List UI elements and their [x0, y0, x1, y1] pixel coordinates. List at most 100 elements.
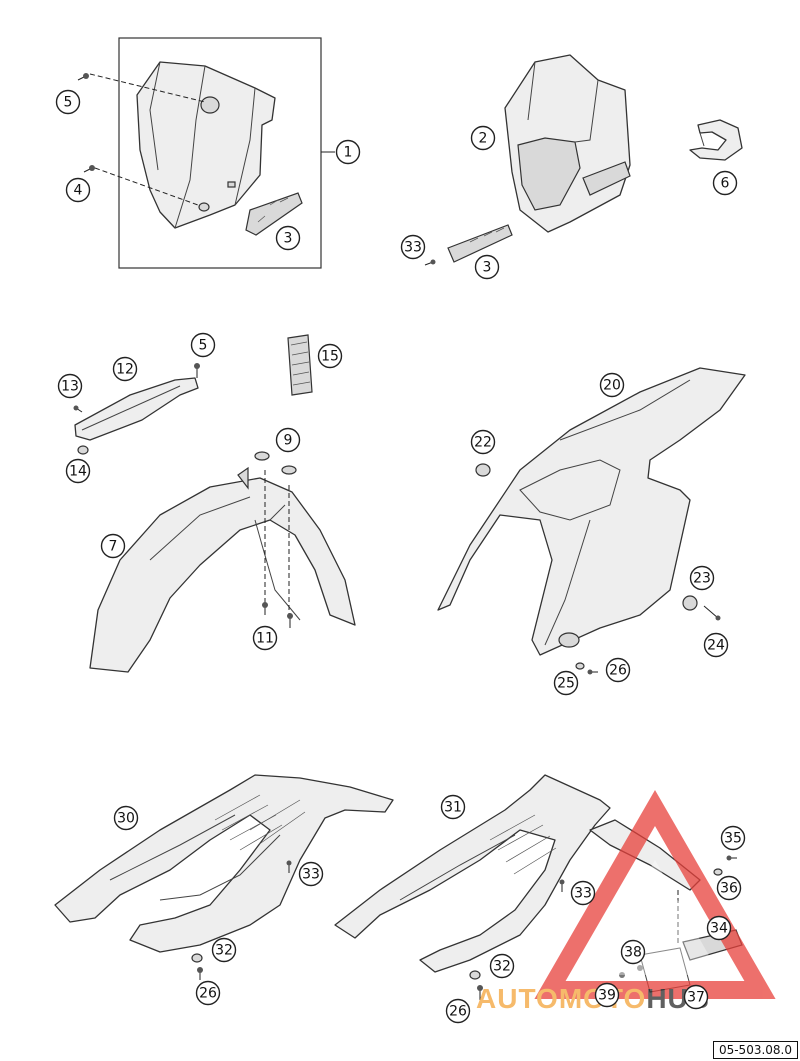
callout-32: 32 [489, 953, 515, 979]
callout-number: 33 [404, 240, 422, 256]
callout-3: 3 [275, 225, 301, 251]
callout-12: 12 [112, 356, 138, 382]
callout-number: 6 [721, 176, 730, 192]
callout-2: 2 [470, 125, 496, 151]
screw-part [73, 405, 83, 413]
callout-number: 25 [557, 676, 575, 692]
side-panel-left-group [54, 774, 394, 980]
callout-number: 13 [61, 379, 79, 395]
callout-number: 26 [609, 663, 627, 679]
sticker-part [287, 334, 313, 396]
headlight-mask-assembly [424, 54, 743, 266]
screw-part [287, 613, 293, 628]
callout-number: 15 [321, 349, 339, 365]
screw-part [286, 860, 292, 873]
callout-number: 34 [710, 921, 728, 937]
callout-number: 7 [109, 539, 118, 555]
screw-part [559, 879, 565, 892]
callout-number: 30 [117, 811, 135, 827]
callout-number: 24 [707, 638, 725, 654]
callout-number: 14 [69, 464, 87, 480]
callout-31: 31 [440, 794, 466, 820]
screw-part [262, 602, 268, 615]
rear-fender-group [437, 367, 746, 675]
reflector-part [447, 224, 513, 263]
callout-11: 11 [252, 625, 278, 651]
callout-number: 39 [598, 988, 616, 1004]
callout-32: 32 [211, 937, 237, 963]
callout-20: 20 [599, 372, 625, 398]
callout-7: 7 [100, 533, 126, 559]
callout-13: 13 [57, 373, 83, 399]
side-panel-part [54, 774, 394, 953]
callout-6: 6 [712, 170, 738, 196]
screw-part [477, 985, 483, 1000]
side-panel-right-group [334, 774, 743, 1000]
callout-37: 37 [683, 984, 709, 1010]
callout-number: 5 [64, 95, 73, 111]
callout-number: 31 [444, 800, 462, 816]
callout-33: 33 [570, 880, 596, 906]
kit-frame [118, 37, 322, 269]
watermark-triangle-icon [534, 789, 776, 999]
callout-number: 11 [256, 631, 274, 647]
callout-9: 9 [275, 427, 301, 453]
callout-22: 22 [470, 429, 496, 455]
callout-number: 20 [603, 378, 621, 394]
front-fender-group [89, 451, 356, 673]
callout-3: 3 [474, 254, 500, 280]
callout-30: 30 [113, 805, 139, 831]
callout-5: 5 [55, 89, 81, 115]
callout-number: 36 [720, 881, 738, 897]
callout-number: 23 [693, 571, 711, 587]
reflector-part [245, 192, 303, 236]
callout-33: 33 [298, 861, 324, 887]
callout-39: 39 [594, 982, 620, 1008]
screw-part [197, 967, 203, 980]
screw-part [83, 165, 95, 173]
diagram-code: 05-503.08.0 [712, 1041, 798, 1059]
headlight-mask-part [136, 61, 276, 229]
callout-number: 33 [302, 867, 320, 883]
callout-number: 3 [284, 231, 293, 247]
callout-number: 35 [724, 831, 742, 847]
callout-26: 26 [445, 998, 471, 1024]
front-number-plate [73, 334, 313, 455]
callout-number: 1 [344, 145, 353, 161]
callout-number: 32 [493, 959, 511, 975]
callout-number: 38 [624, 945, 642, 961]
callout-4: 4 [65, 177, 91, 203]
headlight-mask-kit [77, 37, 335, 269]
callout-5: 5 [190, 332, 216, 358]
bracket-part [689, 119, 743, 161]
callout-number: 4 [74, 183, 83, 199]
callout-26: 26 [605, 657, 631, 683]
callout-15: 15 [317, 343, 343, 369]
callout-number: 3 [483, 260, 492, 276]
callout-14: 14 [65, 458, 91, 484]
callout-number: 26 [449, 1004, 467, 1020]
callout-34: 34 [706, 915, 732, 941]
callout-36: 36 [716, 875, 742, 901]
screw-part [703, 605, 721, 621]
callout-number: 5 [199, 338, 208, 354]
callout-35: 35 [720, 825, 746, 851]
screw-part [726, 855, 737, 861]
callout-number: 32 [215, 943, 233, 959]
callout-number: 9 [284, 433, 293, 449]
callout-1: 1 [335, 139, 361, 165]
callout-number: 26 [199, 986, 217, 1002]
callout-number: 33 [574, 886, 592, 902]
callout-number: 22 [474, 435, 492, 451]
callout-labels: 1233455679111213141520222324252626263031… [55, 89, 746, 1024]
screw-part [424, 259, 436, 266]
watermark-text: AUTOMOTOHUB [476, 983, 710, 1014]
side-panel-part [334, 774, 611, 973]
callout-23: 23 [689, 565, 715, 591]
callout-number: 2 [479, 131, 488, 147]
callout-33: 33 [400, 234, 426, 260]
callout-38: 38 [620, 939, 646, 965]
screw-part [194, 363, 200, 378]
number-plate-part [74, 377, 199, 441]
